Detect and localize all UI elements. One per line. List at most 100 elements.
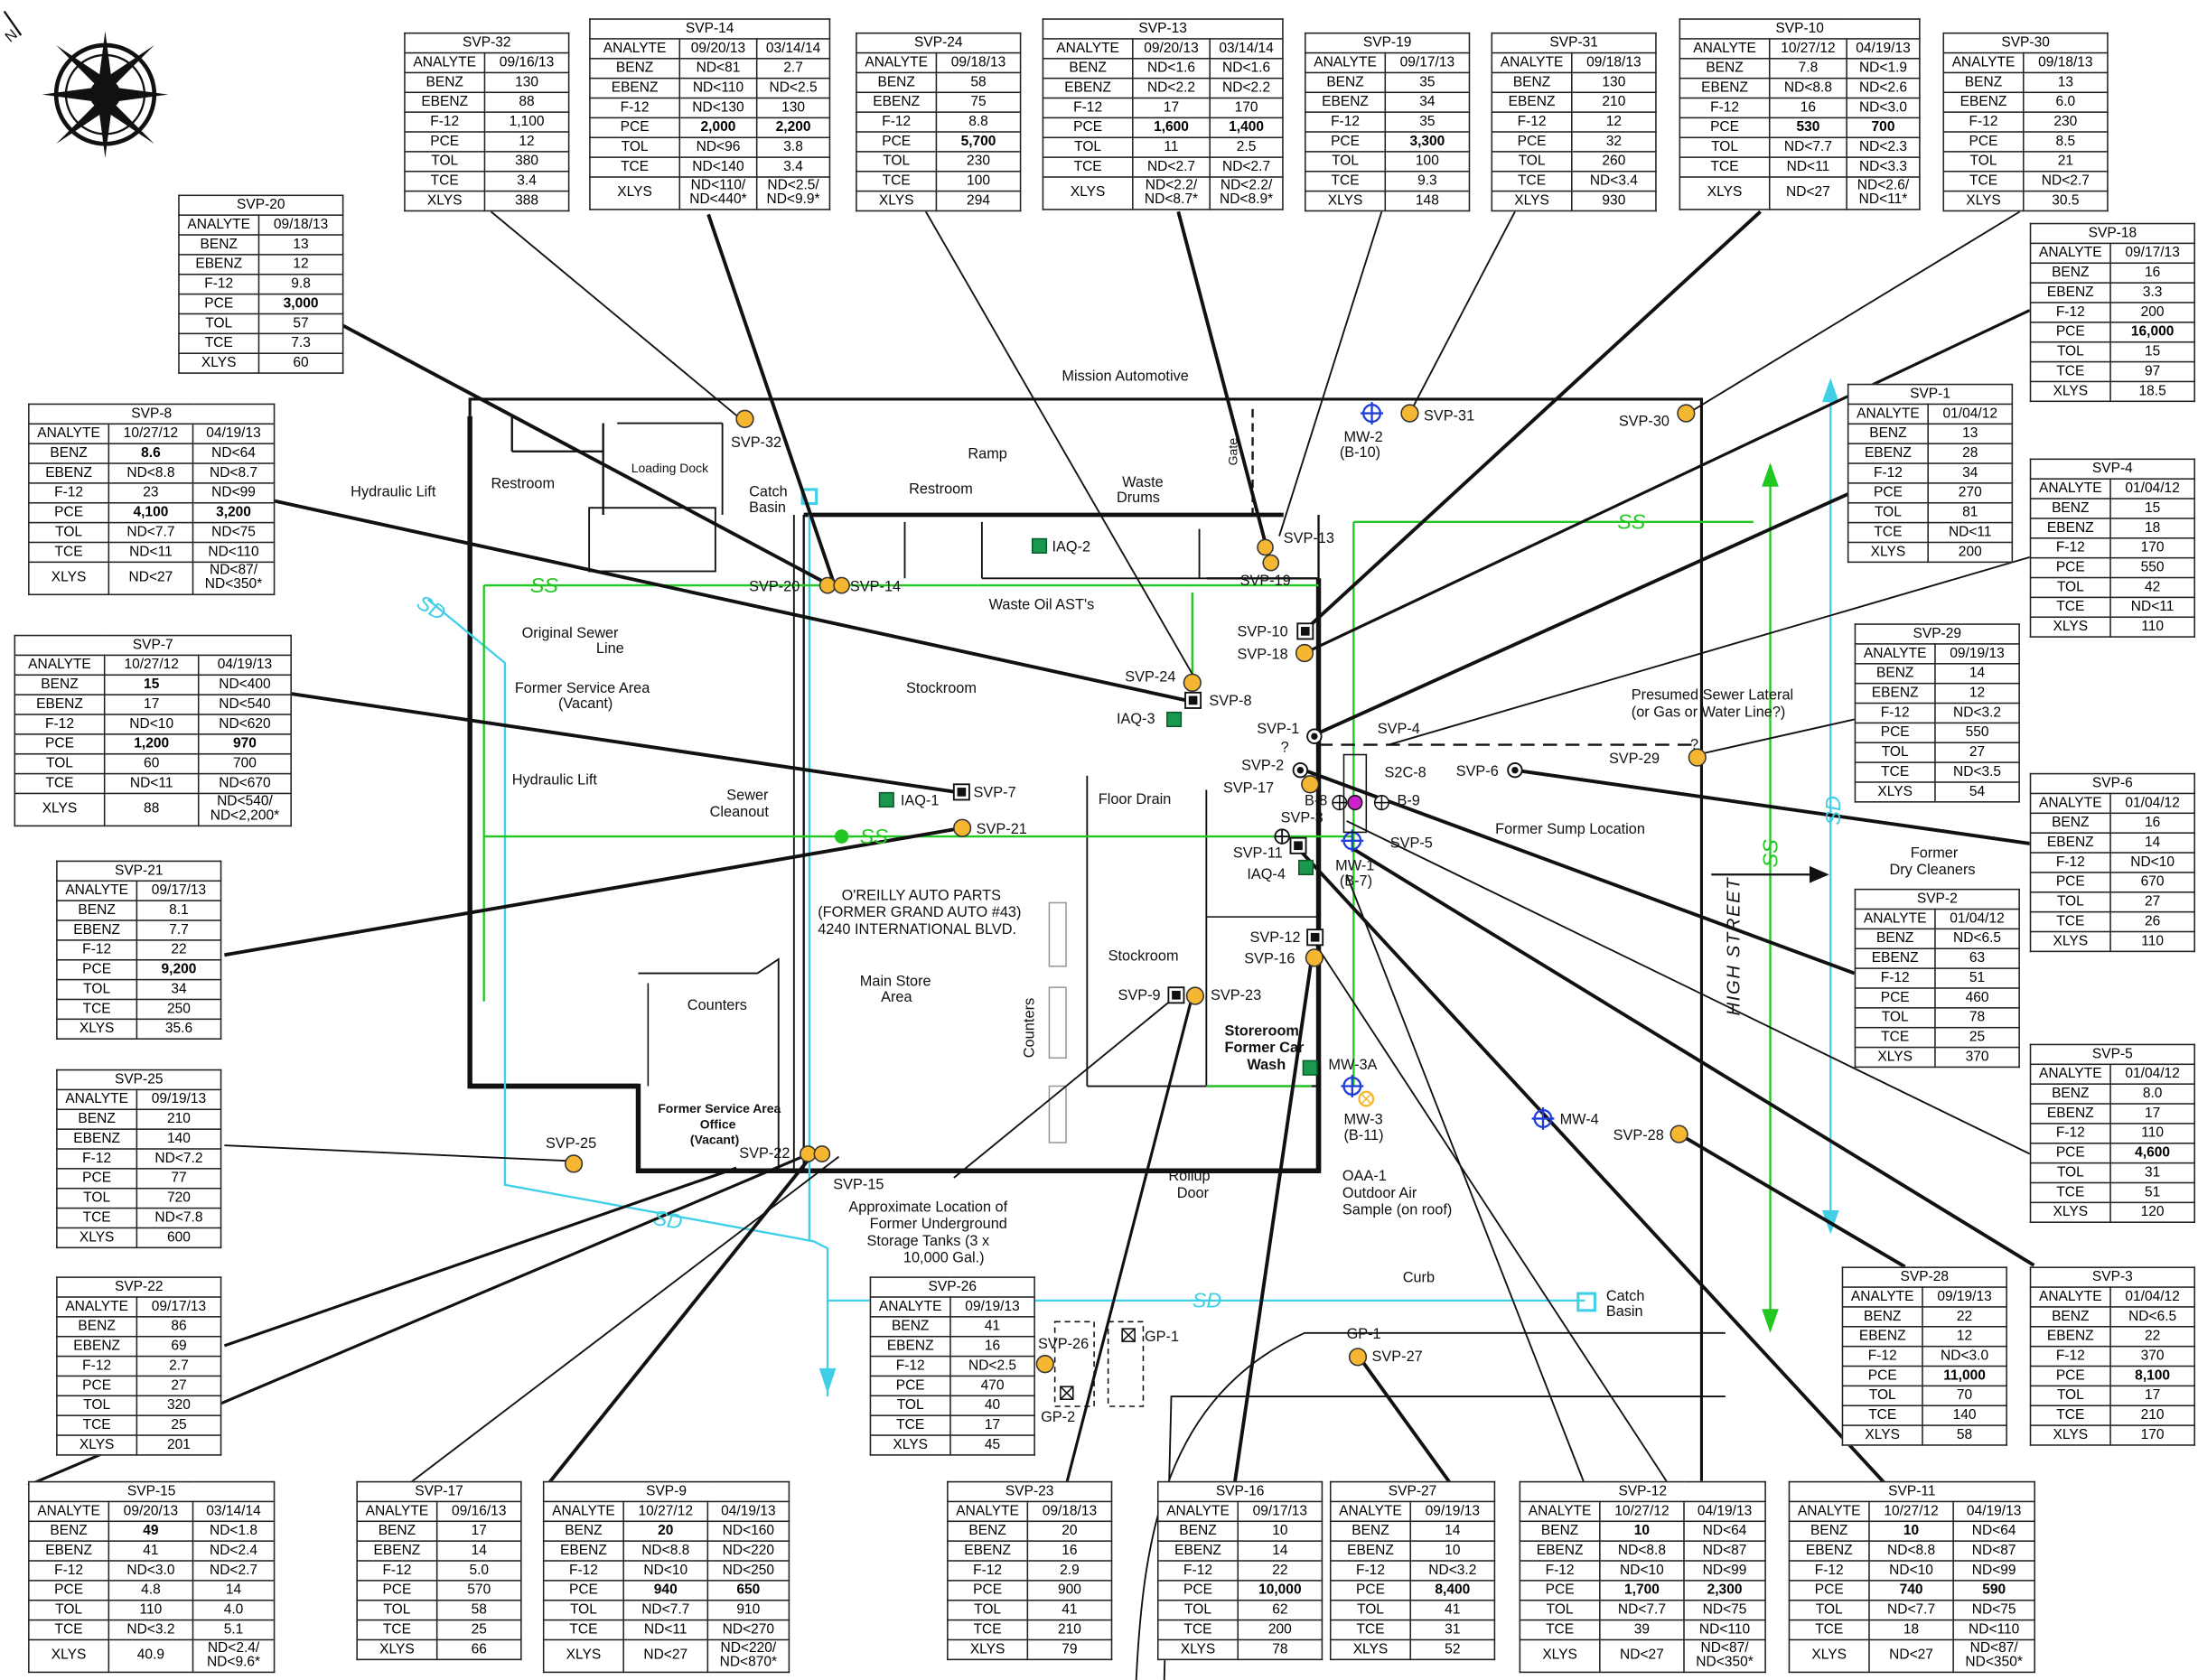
table-cell: PCE <box>1942 131 2025 153</box>
table-cell: 700 <box>197 752 292 775</box>
table-header: ANALYTE <box>28 423 110 444</box>
table-cell: F-12 <box>1942 111 2025 133</box>
table-cell: 4.0 <box>192 1599 276 1621</box>
table-cell: XLYS <box>1854 781 1936 803</box>
catch-basin-label-3: Catch <box>1606 1288 1645 1304</box>
svp7-label: SVP-7 <box>974 784 1016 800</box>
table-cell: 1,200 <box>103 733 200 755</box>
table-title: SVP-21 <box>56 860 222 882</box>
table-cell: 110 <box>108 1599 194 1621</box>
table-cell: 370 <box>1934 1046 2020 1069</box>
table-cell: ND<2.6/ND<11* <box>1846 176 1921 210</box>
floor-drain-label: Floor Drain <box>1099 791 1172 807</box>
table-cell: XLYS <box>1788 1638 1870 1674</box>
table-cell: ND<75 <box>1952 1599 2035 1621</box>
table-cell: PCE <box>1679 117 1771 139</box>
table-cell: ND<27 <box>1868 1638 1954 1674</box>
table-header: ANALYTE <box>856 51 938 74</box>
table-cell: 570 <box>435 1580 522 1601</box>
table-cell: 100 <box>1384 151 1471 173</box>
table-cell: 8.1 <box>136 900 222 921</box>
table-title: SVP-3 <box>2029 1266 2195 1288</box>
table-cell: TCE <box>56 1414 138 1436</box>
table-cell: 210 <box>136 1108 222 1130</box>
ss-label: SS <box>530 574 558 597</box>
table-header: 09/20/13 <box>108 1500 194 1523</box>
table-cell: XLYS <box>589 176 681 210</box>
table-header: 10/27/12 <box>1599 1500 1685 1523</box>
table-cell: TOL <box>856 151 938 173</box>
table-cell: 18 <box>1868 1619 1954 1641</box>
table-cell: EBENZ <box>856 91 938 113</box>
table-cell: TOL <box>56 1395 138 1416</box>
table-cell: 700 <box>1846 117 1921 139</box>
table-cell: 60 <box>257 352 344 374</box>
hydraulic-lift-label: Hydraulic Lift <box>351 484 436 500</box>
table-cell: ND<8.8 <box>1599 1540 1685 1562</box>
table-cell: PCE <box>1042 117 1134 139</box>
table-cell: F-12 <box>56 1148 138 1170</box>
table-cell: EBENZ <box>1847 443 1929 464</box>
table-cell: BENZ <box>404 71 486 94</box>
table-cell: PCE <box>178 293 260 315</box>
table-cell: F-12 <box>542 1560 624 1582</box>
table-cell: ND<7.2 <box>136 1148 222 1170</box>
table-cell: 3.8 <box>755 136 831 158</box>
table-header: ANALYTE <box>1841 1286 1923 1308</box>
table-cell: 970 <box>197 733 292 755</box>
table-cell: TCE <box>14 772 106 795</box>
table-cell: TCE <box>1788 1619 1870 1641</box>
sewer-cleanout-label-2: Cleanout <box>710 804 770 820</box>
table-cell: 170 <box>2109 537 2195 559</box>
table-title: SVP-11 <box>1788 1480 2035 1503</box>
table-cell: BENZ <box>56 1108 138 1130</box>
table-header: 04/19/13 <box>1846 38 1921 60</box>
table-cell: TOL <box>1854 1007 1936 1029</box>
table-cell: 14 <box>1934 662 2020 685</box>
table-cell: EBENZ <box>56 1128 138 1150</box>
rollup-door-label-2: Door <box>1177 1185 1210 1201</box>
table-cell: 6.0 <box>2022 91 2109 113</box>
svp15-marker <box>813 1145 831 1162</box>
svp16-label: SVP-16 <box>1244 951 1295 967</box>
table-cell: XLYS <box>1679 176 1771 210</box>
table-cell: ND<87/ND<350* <box>1952 1638 2035 1674</box>
oaa-label-3: Sample (on roof) <box>1342 1202 1452 1218</box>
sd-label-4: SD <box>1821 796 1845 826</box>
table-header: ANALYTE <box>1042 38 1134 60</box>
table-cell: ND<8.8 <box>1768 77 1847 99</box>
table-cell: ND<110 <box>1683 1619 1766 1641</box>
